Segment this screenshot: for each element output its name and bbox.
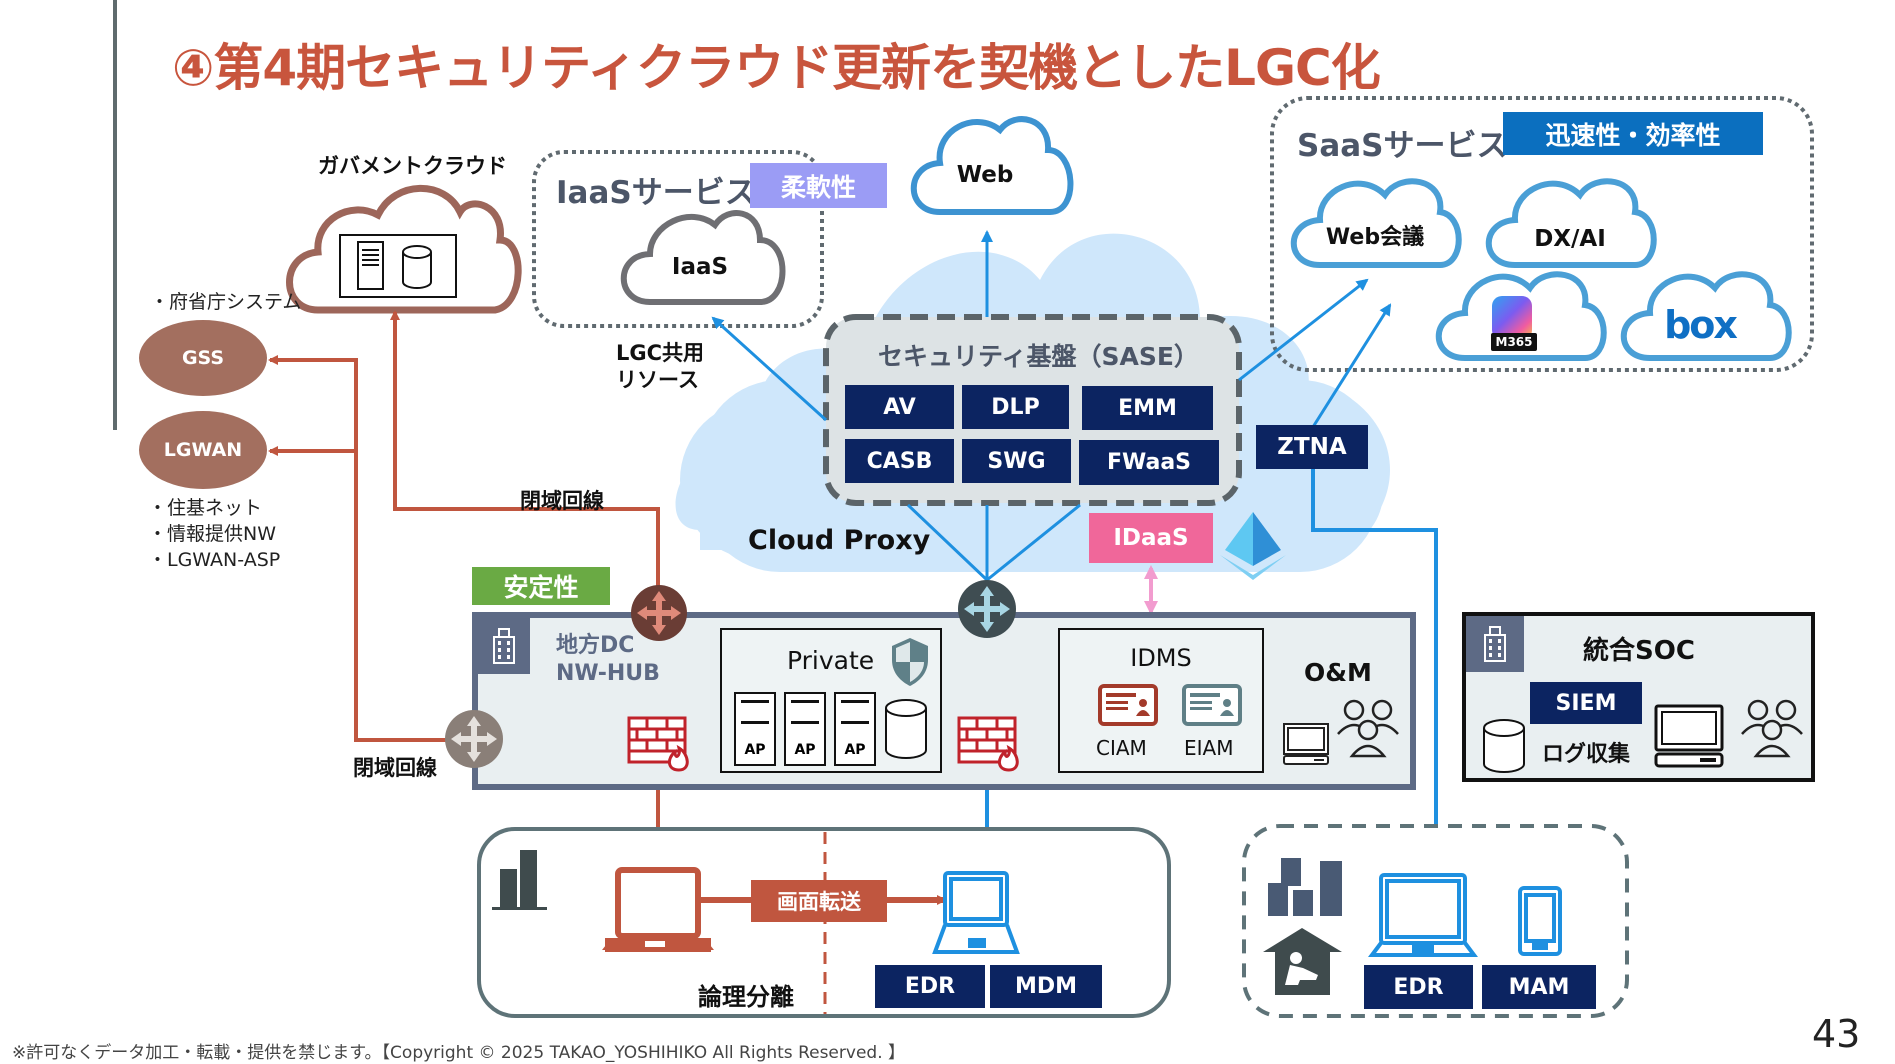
router-dark-icon [958,580,1016,638]
idms-box: IDMS CIAM EIAM [1058,628,1264,773]
office-mdm-box: MDM [990,965,1102,1008]
ap-label: AP [744,742,766,758]
m365-label: M365 [1491,333,1537,351]
home-office-icon [1263,928,1342,995]
integrated-soc-box: 統合SOC SIEM ログ収集 [1462,612,1815,782]
lgwan-node: LGWAN [139,411,267,489]
sase-item-casb: CASB [845,439,954,483]
copyright-footer: ※許可なくデータ加工・転載・提供を禁じます。【Copyright © 2025 … [12,1043,905,1063]
analysts-icon [1741,699,1803,758]
terminal-icon [1654,704,1724,768]
page-number: 43 [1812,1012,1861,1056]
remote-edr-box: EDR [1364,965,1473,1009]
firewall-icon [957,716,1019,772]
ap-server-icon: AP [784,692,826,766]
private-box: Private AP AP AP [720,628,942,773]
shield-icon [892,638,928,686]
om-label: O&M [1304,658,1372,687]
directory-pyramid-icon [1220,512,1286,580]
stability-badge: 安定性 [472,567,610,605]
saas-web-meeting: Web会議 [1325,225,1425,250]
sase-item-emm: EMM [1082,386,1213,430]
box-logo: box [1664,303,1738,347]
siem-box: SIEM [1530,682,1642,724]
operators-icon [1337,699,1399,758]
terminal-icon [1283,723,1329,765]
lgc-shared-label: LGC共用 [616,341,705,365]
closed-line-label: 閉域回線 [520,489,604,513]
dc-name: 地方DC NW-HUB [556,632,660,688]
cloud-proxy-label: Cloud Proxy [748,525,931,556]
sase-item-dlp: DLP [962,385,1069,429]
idms-label: IDMS [1130,644,1192,672]
smartphone-icon [1518,886,1562,956]
left-accent-bar [113,0,117,430]
building-icon [1466,616,1524,672]
firewall-icon [627,716,689,772]
web-cloud-shape [910,116,1074,215]
ap-label: AP [794,742,816,758]
saas-dx-ai: DX/AI [1534,226,1606,252]
lgc-shared-label: リソース [616,368,699,392]
dc-name-line: 地方DC [556,633,635,658]
page-title: ④第4期セキュリティクラウド更新を契機としたLGC化 [172,39,1381,97]
ap-label: AP [844,742,866,758]
gov-cloud-label: ガバメントクラウド [318,154,507,178]
sase-item-av: AV [845,385,954,429]
soc-title: 統合SOC [1583,636,1695,666]
saas-service-title: SaaSサービス [1297,128,1508,164]
router-red-icon [631,585,687,641]
sase-item-swg: SWG [962,439,1071,483]
sase-title: セキュリティ基盤（SASE） [878,342,1199,371]
closed-line-label: 閉域回線 [353,756,437,780]
router-gray-icon [445,710,503,768]
dc-name-line: NW-HUB [556,661,660,686]
iaas-service-title: IaaSサービス [556,175,756,211]
laptop-blue-remote-icon [1368,873,1478,957]
eiam-label: EIAM [1184,736,1234,760]
remote-mam-box: MAM [1482,965,1596,1009]
idaas-box: IDaaS [1089,513,1213,563]
iaas-cloud-label: IaaS [671,254,729,280]
lgwan-note: ・LGWAN-ASP [148,549,281,571]
ciam-card-icon [1098,684,1158,726]
ztna-box: ZTNA [1256,425,1368,469]
lgwan-note: ・住基ネット [148,497,263,519]
eiam-card-icon [1182,684,1242,726]
building-icon [478,618,530,674]
buildings-icon [1268,858,1342,916]
screen-transfer-label: 画面転送 [751,880,887,922]
office-building-icon [492,850,547,910]
database-icon [1483,719,1525,773]
ministry-label: ・府省庁システム [150,291,302,313]
regional-dc-box: 地方DC NW-HUB Private AP AP AP IDMS CIAM [472,612,1416,790]
gss-node: GSS [139,320,267,396]
database-icon [885,699,927,759]
web-cloud-label: Web [956,162,1014,188]
ciam-label: CIAM [1096,736,1147,760]
laptop-red-icon [602,867,714,952]
sase-item-fwaas: FWaaS [1079,440,1219,485]
m365-copilot-icon [1492,296,1532,340]
logical-separation-label: 論理分離 [698,983,794,1011]
office-edr-box: EDR [875,965,985,1008]
saas-service-box [1270,96,1814,372]
ap-server-icon: AP [834,692,876,766]
agility-badge: 迅速性・効率性 [1503,112,1763,155]
private-label: Private [787,646,875,675]
flexibility-badge: 柔軟性 [750,163,887,208]
lgwan-note: ・情報提供NW [148,523,276,545]
log-collection-label: ログ収集 [1542,742,1631,767]
ap-server-icon: AP [734,692,776,766]
laptop-blue-icon [932,871,1020,954]
iaas-service-box [532,150,824,328]
